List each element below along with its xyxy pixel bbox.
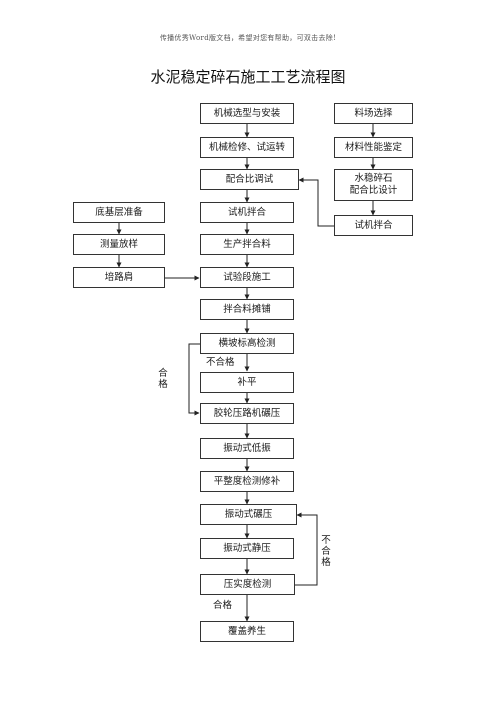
label-fail-2: 不合格 — [321, 535, 331, 568]
step-low-vibration: 振动式低振 — [200, 438, 294, 459]
step-flatness-check: 平整度检测修补 — [200, 471, 294, 492]
step-subbase-prep: 底基层准备 — [73, 202, 165, 223]
step-cover-curing: 覆盖养生 — [200, 621, 294, 642]
label-pass-1: 合格 — [158, 368, 168, 390]
label-pass-2: 合格 — [213, 600, 233, 611]
arrow-r4-s3 — [298, 177, 334, 227]
step-mix-ratio-debug: 配合比调试 — [200, 169, 299, 190]
step-rubber-roller: 胶轮压路机碾压 — [200, 403, 294, 424]
step-static-rolling: 振动式静压 — [200, 538, 294, 559]
step-vibration-rolling: 振动式碾压 — [200, 504, 297, 525]
step-trial-section: 试验段施工 — [200, 267, 294, 288]
page-header: 传播优秀Word版文档，希望对您有帮助，可双击去除! — [159, 34, 337, 42]
loop-fail-2 — [295, 512, 318, 586]
step-survey-layout: 测量放样 — [73, 234, 165, 255]
step-paving: 拌合料摊铺 — [200, 299, 294, 320]
step-patching: 补平 — [200, 372, 294, 393]
step-production-mixing: 生产拌合料 — [200, 234, 294, 255]
step-compaction-check: 压实度检测 — [200, 574, 295, 595]
step-slope-elevation-check: 横坡标高检测 — [200, 333, 294, 354]
step-trial-mixing-right: 试机拌合 — [334, 215, 413, 236]
label-fail-1: 不合格 — [206, 357, 235, 368]
step-material-testing: 材料性能鉴定 — [334, 137, 413, 158]
step-mix-design: 水稳碎石 配合比设计 — [334, 169, 413, 201]
step-machine-maintenance: 机械检修、试运转 — [200, 137, 294, 158]
step-machine-selection: 机械选型与安装 — [200, 103, 294, 124]
loop-pass-1 — [188, 343, 200, 416]
step-site-selection: 料场选择 — [334, 103, 413, 124]
diagram-title: 水泥稳定碎石施工工艺流程图 — [150, 68, 346, 86]
step-shoulder-building: 培路肩 — [73, 267, 165, 288]
step-trial-mixing: 试机拌合 — [200, 202, 294, 223]
